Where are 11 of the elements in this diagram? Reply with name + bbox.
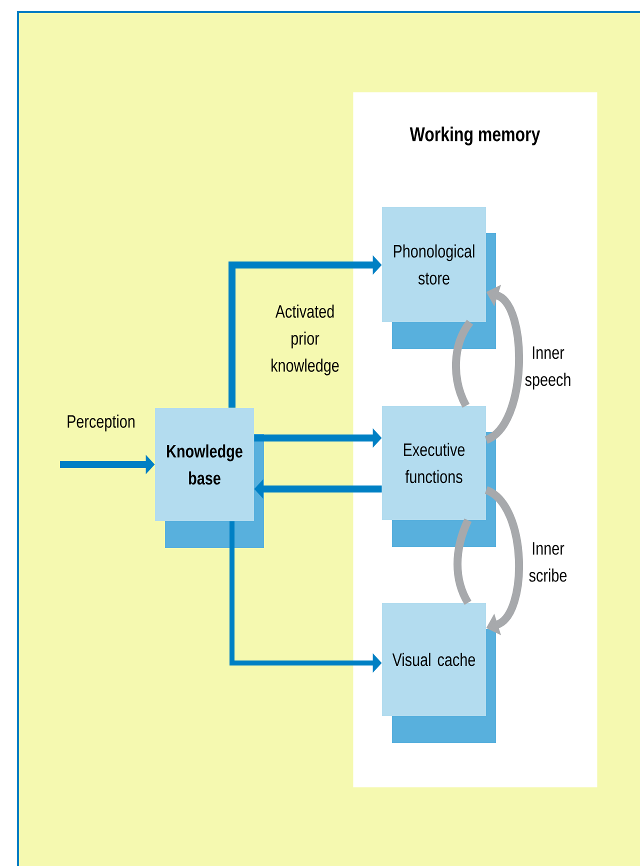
process-box: Phonological store (382, 207, 496, 349)
loop-arc (454, 518, 472, 605)
edge-label: Inner scribe (529, 542, 567, 582)
edge-label: Perception (68, 414, 134, 432)
curved-arrow (484, 486, 523, 636)
loop-arc (452, 320, 474, 408)
edge-label: Activated prior knowledge (272, 304, 339, 376)
process-box: Executive functions (382, 406, 496, 547)
edge-label: Inner speech (525, 346, 570, 390)
process-box: Knowledge base (155, 408, 264, 548)
process-box: Visual cache (382, 603, 496, 743)
